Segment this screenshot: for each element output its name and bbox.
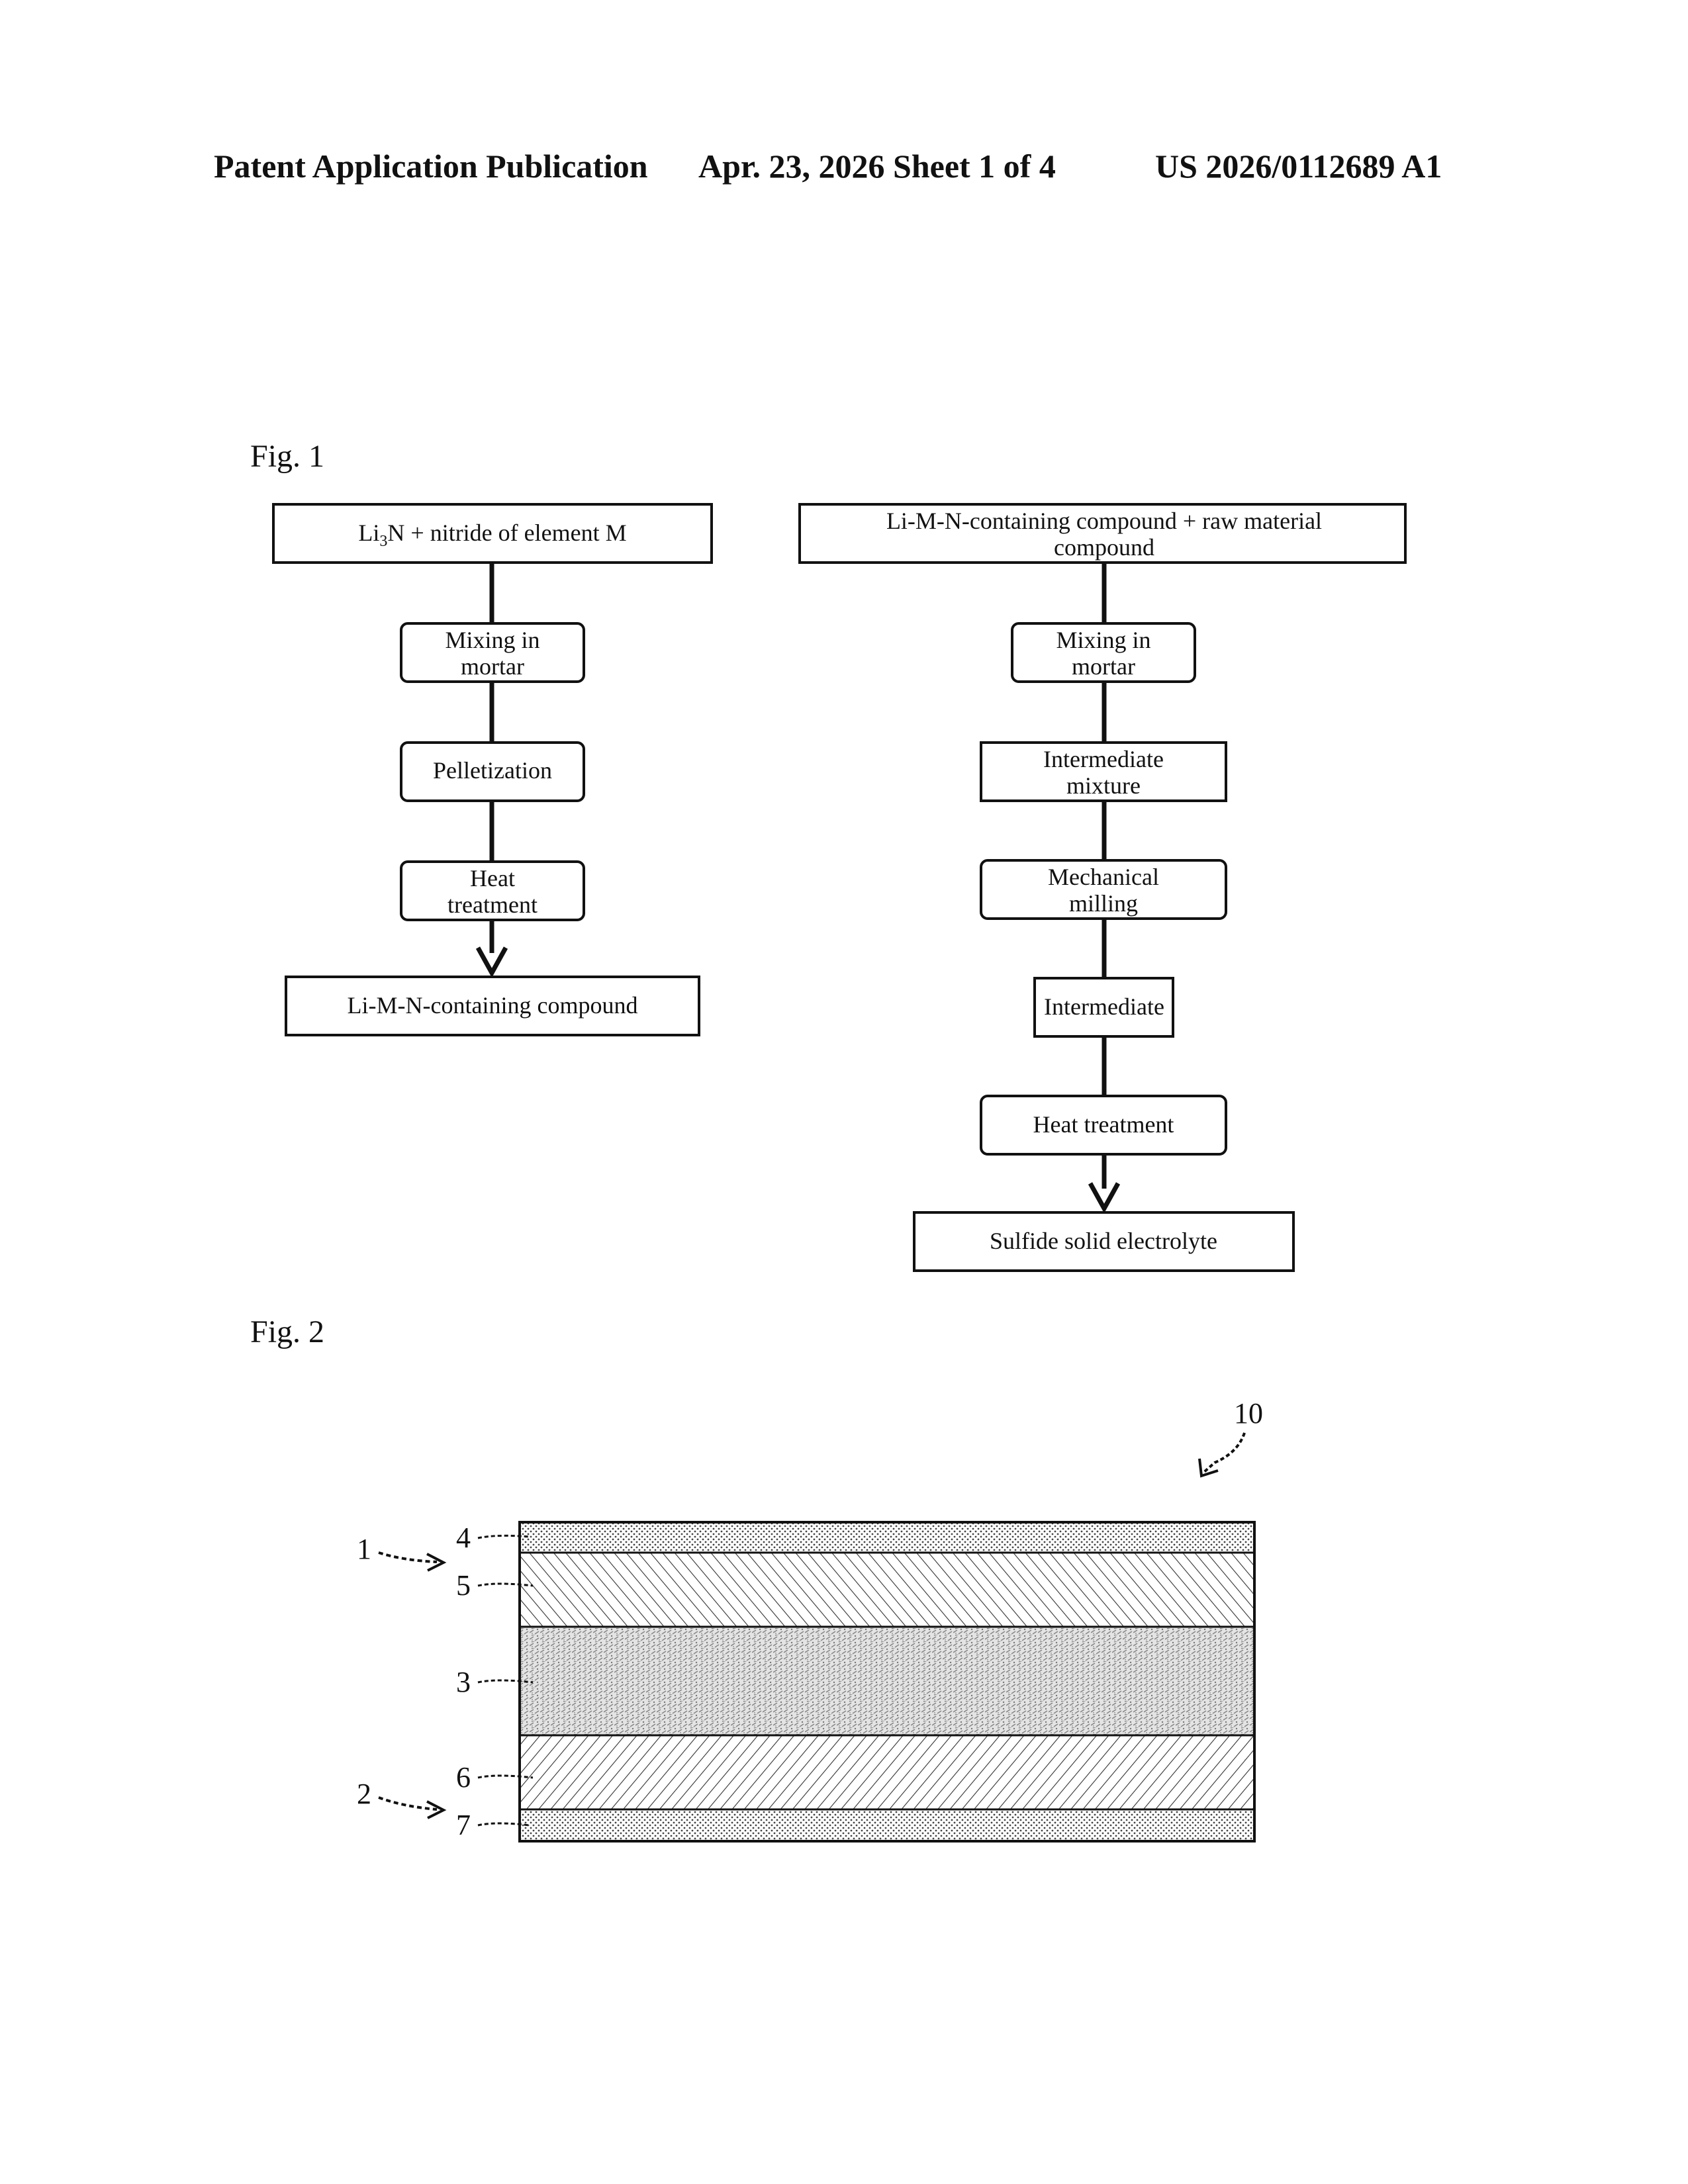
layer-4 — [520, 1522, 1254, 1553]
ref-layer-7: 7 — [456, 1809, 471, 1841]
step-text: Li-M-N-containing compound — [348, 992, 638, 1019]
li3n-rest: N + nitride of element M — [387, 520, 626, 546]
li3n-li: Li — [358, 520, 379, 546]
step-text: Pelletization — [433, 757, 552, 784]
layer-7 — [520, 1809, 1254, 1841]
layer-6 — [520, 1735, 1254, 1809]
step-text: Li-M-N-containing compound + raw materia… — [886, 508, 1322, 534]
layer-3 — [520, 1627, 1254, 1735]
left-mixing-box: Mixing in mortar — [401, 623, 584, 682]
fig1-label: Fig. 1 — [250, 439, 324, 474]
right-intermediate-mixture-box: Intermediate mixture — [981, 743, 1226, 801]
step-text: mortar — [1072, 653, 1135, 680]
ref-layer-3-leader — [478, 1680, 533, 1682]
ref-cathode: 1 — [357, 1533, 371, 1565]
right-end-box: Sulfide solid electrolyte — [914, 1212, 1293, 1271]
ref-layer-4: 4 — [456, 1522, 471, 1554]
fig2-label: Fig. 2 — [250, 1314, 324, 1349]
right-start-box: Li-M-N-containing compound + raw materia… — [800, 504, 1405, 563]
step-text: Heat treatment — [1033, 1111, 1174, 1138]
left-end-box: Li-M-N-containing compound — [286, 977, 699, 1035]
publication-title: Patent Application Publication — [214, 148, 648, 185]
right-intermediate-box: Intermediate — [1035, 978, 1173, 1036]
publication-date-sheet: Apr. 23, 2026 Sheet 1 of 4 — [698, 148, 1056, 185]
left-heat-box: Heat treatment — [401, 862, 584, 920]
step-text: Sulfide solid electrolyte — [990, 1228, 1217, 1254]
svg-text:Li3N + nitride of element M: Li3N + nitride of element M — [358, 520, 626, 550]
ref-anode: 2 — [357, 1778, 371, 1810]
ref-battery-leader — [1203, 1433, 1244, 1473]
battery-layer-stack — [520, 1522, 1254, 1841]
right-heat-box: Heat treatment — [981, 1096, 1226, 1154]
ref-layer-6: 6 — [456, 1761, 471, 1794]
ref-layer-5-leader — [478, 1584, 533, 1586]
step-text: milling — [1069, 890, 1138, 917]
ref-layer-5: 5 — [456, 1569, 471, 1602]
step-text: treatment — [447, 891, 538, 918]
step-text: Intermediate — [1044, 993, 1164, 1020]
step-text: Mechanical — [1048, 864, 1159, 890]
right-mixing-box: Mixing in mortar — [1012, 623, 1195, 682]
left-start-box: Li3N + nitride of element M — [273, 504, 712, 563]
publication-number: US 2026/0112689 A1 — [1155, 148, 1442, 185]
step-text: mixture — [1066, 772, 1141, 799]
ref-layer-3: 3 — [456, 1666, 471, 1698]
step-text: compound — [1054, 534, 1154, 561]
li3n-subscript: 3 — [379, 533, 387, 550]
ref-battery: 10 — [1234, 1397, 1263, 1430]
ref-layer-6-leader — [478, 1776, 533, 1778]
step-text: Heat — [470, 865, 515, 891]
fig1-left-flow: Li3N + nitride of element M Mixing in mo… — [273, 504, 712, 1035]
step-text: Intermediate — [1043, 746, 1164, 772]
right-milling-box: Mechanical milling — [981, 860, 1226, 919]
step-text: mortar — [461, 653, 524, 680]
left-pelletization-box: Pelletization — [401, 743, 584, 801]
layer-5 — [520, 1553, 1254, 1627]
step-text: Mixing in — [1056, 627, 1150, 653]
fig1-right-flow: Li-M-N-containing compound + raw materia… — [800, 504, 1405, 1271]
step-text: Mixing in — [445, 627, 539, 653]
